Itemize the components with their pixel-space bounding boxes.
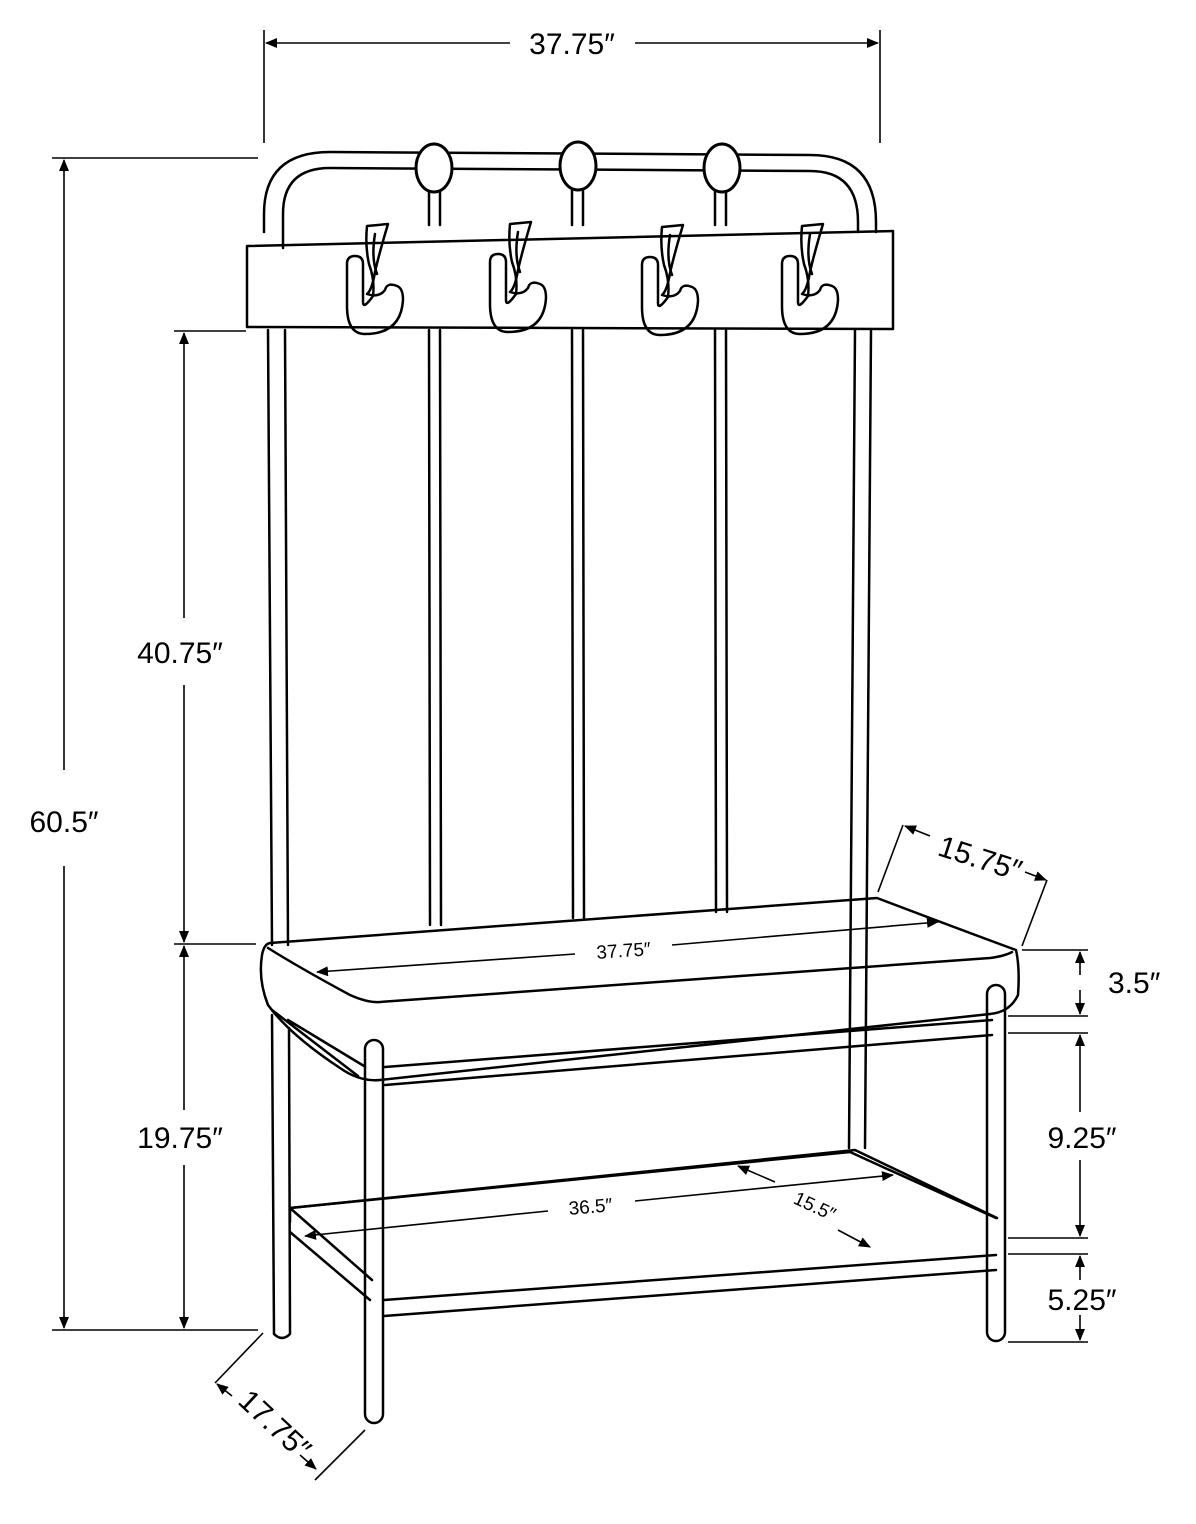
seat-depth-extension-back (877, 824, 904, 893)
finial-2 (558, 140, 598, 192)
seat-depth-arrow-b (1024, 871, 1047, 881)
shelf-frame (288, 1150, 998, 1318)
seat-depth-extension-front (1021, 879, 1048, 947)
hall-tree-bench-drawing (245, 140, 1020, 1425)
shelf-width-arrow-left (304, 1210, 549, 1240)
overall-depth-label: 17.75″ (232, 1384, 317, 1467)
coat-hook-2 (488, 220, 548, 334)
overall-width-label: 37.75″ (529, 28, 615, 61)
shelf-depth-arrow-b (837, 1229, 871, 1248)
shelf-clearance-label: 9.25″ (1047, 1122, 1116, 1155)
coat-hook-4 (780, 222, 840, 336)
back-rod-1 (427, 188, 443, 927)
depth-extension-left (214, 1332, 264, 1384)
shelf-width-arrow-right (634, 1171, 894, 1202)
finial-3 (702, 142, 742, 194)
seat-width-label: 37.75″ (596, 939, 652, 964)
shelf-depth-label: 15.5″ (790, 1188, 839, 1226)
seat-height-label: 19.75″ (137, 1122, 223, 1155)
dimension-annotations: 37.75″ 60.5″ 40.75″ 19.75″ 17.75″ 15.75″ (29, 28, 1161, 1481)
coat-hook-1 (345, 222, 405, 336)
depth-extension-right (314, 1429, 366, 1481)
seat-side-rail (270, 1008, 366, 1078)
finial-1 (414, 142, 454, 194)
front-right-leg (985, 983, 1007, 1343)
shelf-depth-arrow-a (737, 1165, 776, 1183)
shelf-height-label: 5.25″ (1047, 1284, 1116, 1317)
shelf-top-edge (288, 1148, 999, 1220)
shelf-width-label: 36.5″ (568, 1195, 614, 1220)
coat-hook-3 (640, 223, 700, 337)
seat-cushion-top-edge (266, 946, 1014, 1004)
seat-depth-label: 15.75″ (934, 830, 1026, 888)
hook-rail-board (245, 229, 895, 331)
back-height-label: 40.75″ (137, 637, 223, 670)
seat-front-rail (383, 1018, 994, 1087)
back-rod-3 (713, 188, 729, 914)
overall-depth-arrow-b (299, 1454, 317, 1470)
seat-width-arrow-left (316, 953, 576, 977)
back-left-post (266, 328, 290, 947)
overall-depth-arrow-a (216, 1383, 233, 1397)
cushion-thickness-label: 3.5″ (1108, 967, 1161, 1000)
rear-left-leg (270, 1013, 292, 1340)
seat-width-arrow-right (671, 917, 939, 946)
seat-cushion (259, 896, 1020, 1082)
overall-height-label: 60.5″ (29, 806, 98, 839)
front-left-leg (363, 1038, 385, 1425)
seat-depth-arrow-a (904, 825, 931, 837)
back-rod-2 (570, 188, 586, 920)
back-right-post (847, 328, 873, 1150)
